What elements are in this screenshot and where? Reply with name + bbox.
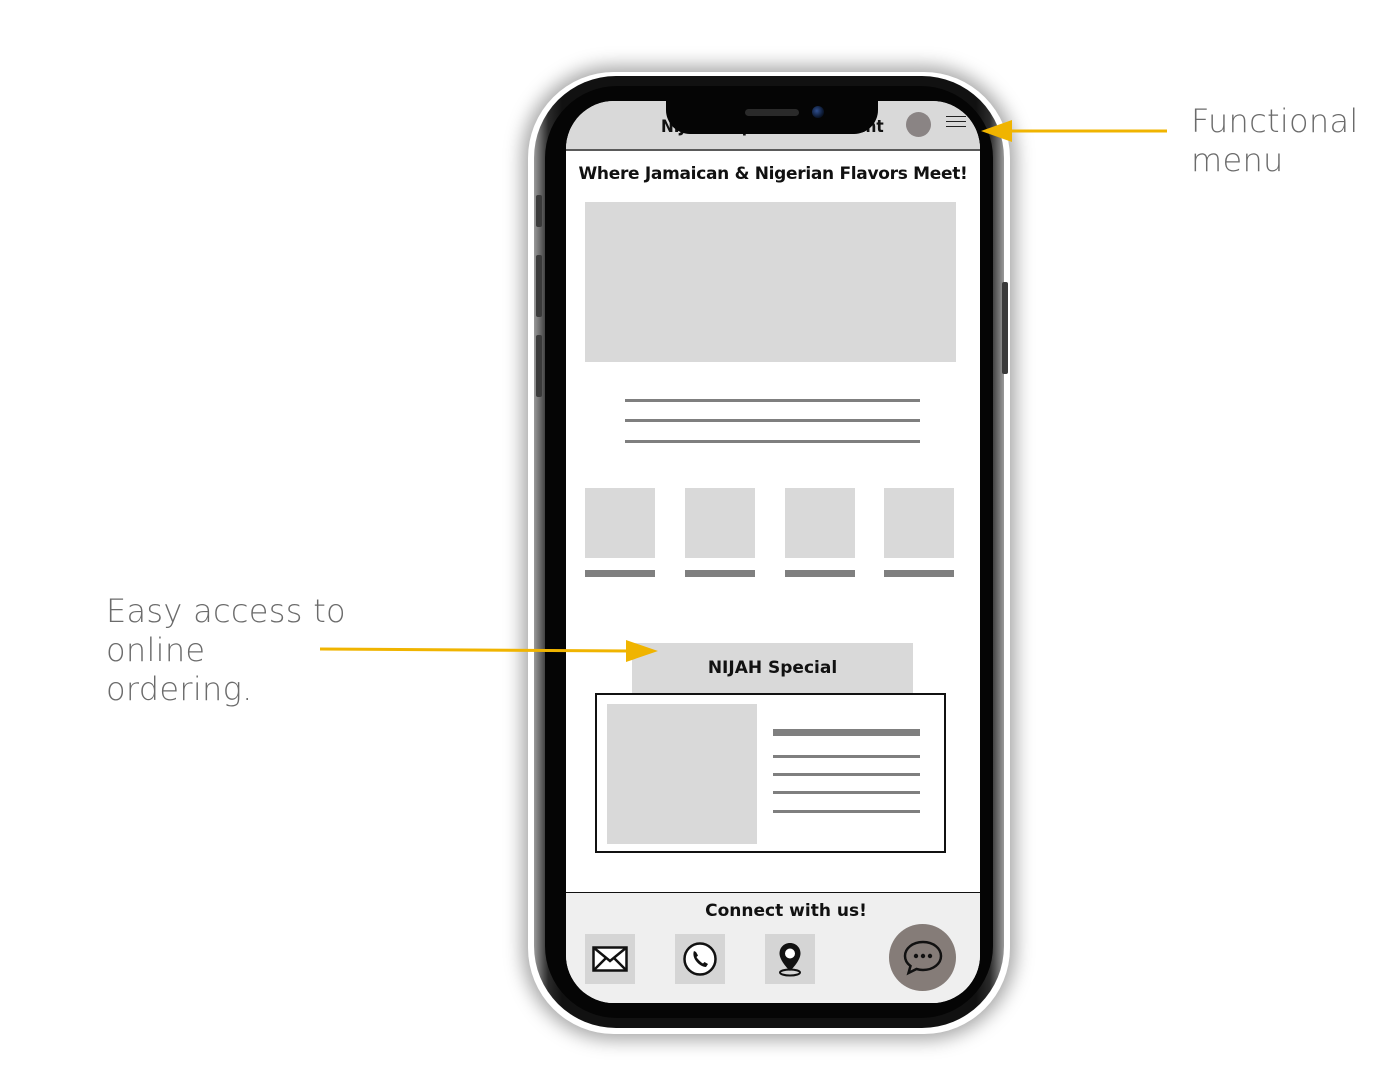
annotation-order-line1: Easy access to — [106, 592, 346, 630]
text-line — [625, 399, 920, 402]
power-button — [1002, 282, 1008, 374]
tile-caption — [685, 570, 755, 577]
tile-caption — [884, 570, 954, 577]
menu-tile[interactable] — [785, 488, 855, 558]
phone-screen: NIJAH Tropical Restaurant Where Jamaican… — [566, 101, 980, 1003]
phone-button[interactable] — [675, 934, 725, 984]
annotation-menu-line1: Functional — [1191, 102, 1359, 140]
annotation-online-ordering: Easy access to online ordering. — [106, 592, 346, 709]
tile-caption — [785, 570, 855, 577]
phone-notch — [666, 100, 878, 134]
location-pin-icon — [779, 943, 801, 977]
front-camera — [812, 106, 824, 118]
volume-down-button — [536, 335, 542, 397]
phone-icon — [683, 942, 717, 976]
avatar[interactable] — [906, 112, 931, 137]
text-line — [773, 773, 920, 776]
annotation-functional-menu: Functional menu — [1191, 102, 1359, 180]
tagline: Where Jamaican & Nigerian Flavors Meet! — [578, 164, 968, 184]
text-line — [773, 755, 920, 758]
phone-speaker — [745, 109, 799, 116]
text-line — [773, 810, 920, 813]
menu-tile[interactable] — [585, 488, 655, 558]
annotation-menu-line2: menu — [1191, 141, 1284, 179]
chat-button[interactable] — [889, 924, 956, 991]
menu-tile[interactable] — [884, 488, 954, 558]
menu-tile[interactable] — [685, 488, 755, 558]
email-button[interactable] — [585, 934, 635, 984]
tile-caption — [585, 570, 655, 577]
text-line — [625, 440, 920, 443]
text-line — [625, 419, 920, 422]
special-heading-line — [773, 729, 920, 736]
location-button[interactable] — [765, 934, 815, 984]
special-card[interactable] — [595, 693, 946, 853]
special-image-placeholder — [607, 704, 757, 844]
arrow-to-menu — [981, 120, 1167, 142]
hero-image-placeholder — [585, 202, 956, 362]
envelope-icon — [592, 946, 628, 972]
hamburger-menu-icon[interactable] — [946, 116, 966, 131]
nijah-special-button[interactable]: NIJAH Special — [632, 643, 913, 693]
chat-bubble-icon — [903, 940, 942, 975]
text-line — [773, 791, 920, 794]
annotation-order-line2: online — [106, 631, 206, 669]
footer: Connect with us! — [566, 892, 980, 1003]
volume-up-button — [536, 255, 542, 317]
footer-title: Connect with us! — [705, 901, 867, 921]
mute-switch — [536, 195, 542, 227]
annotation-order-line3: ordering. — [106, 670, 253, 708]
